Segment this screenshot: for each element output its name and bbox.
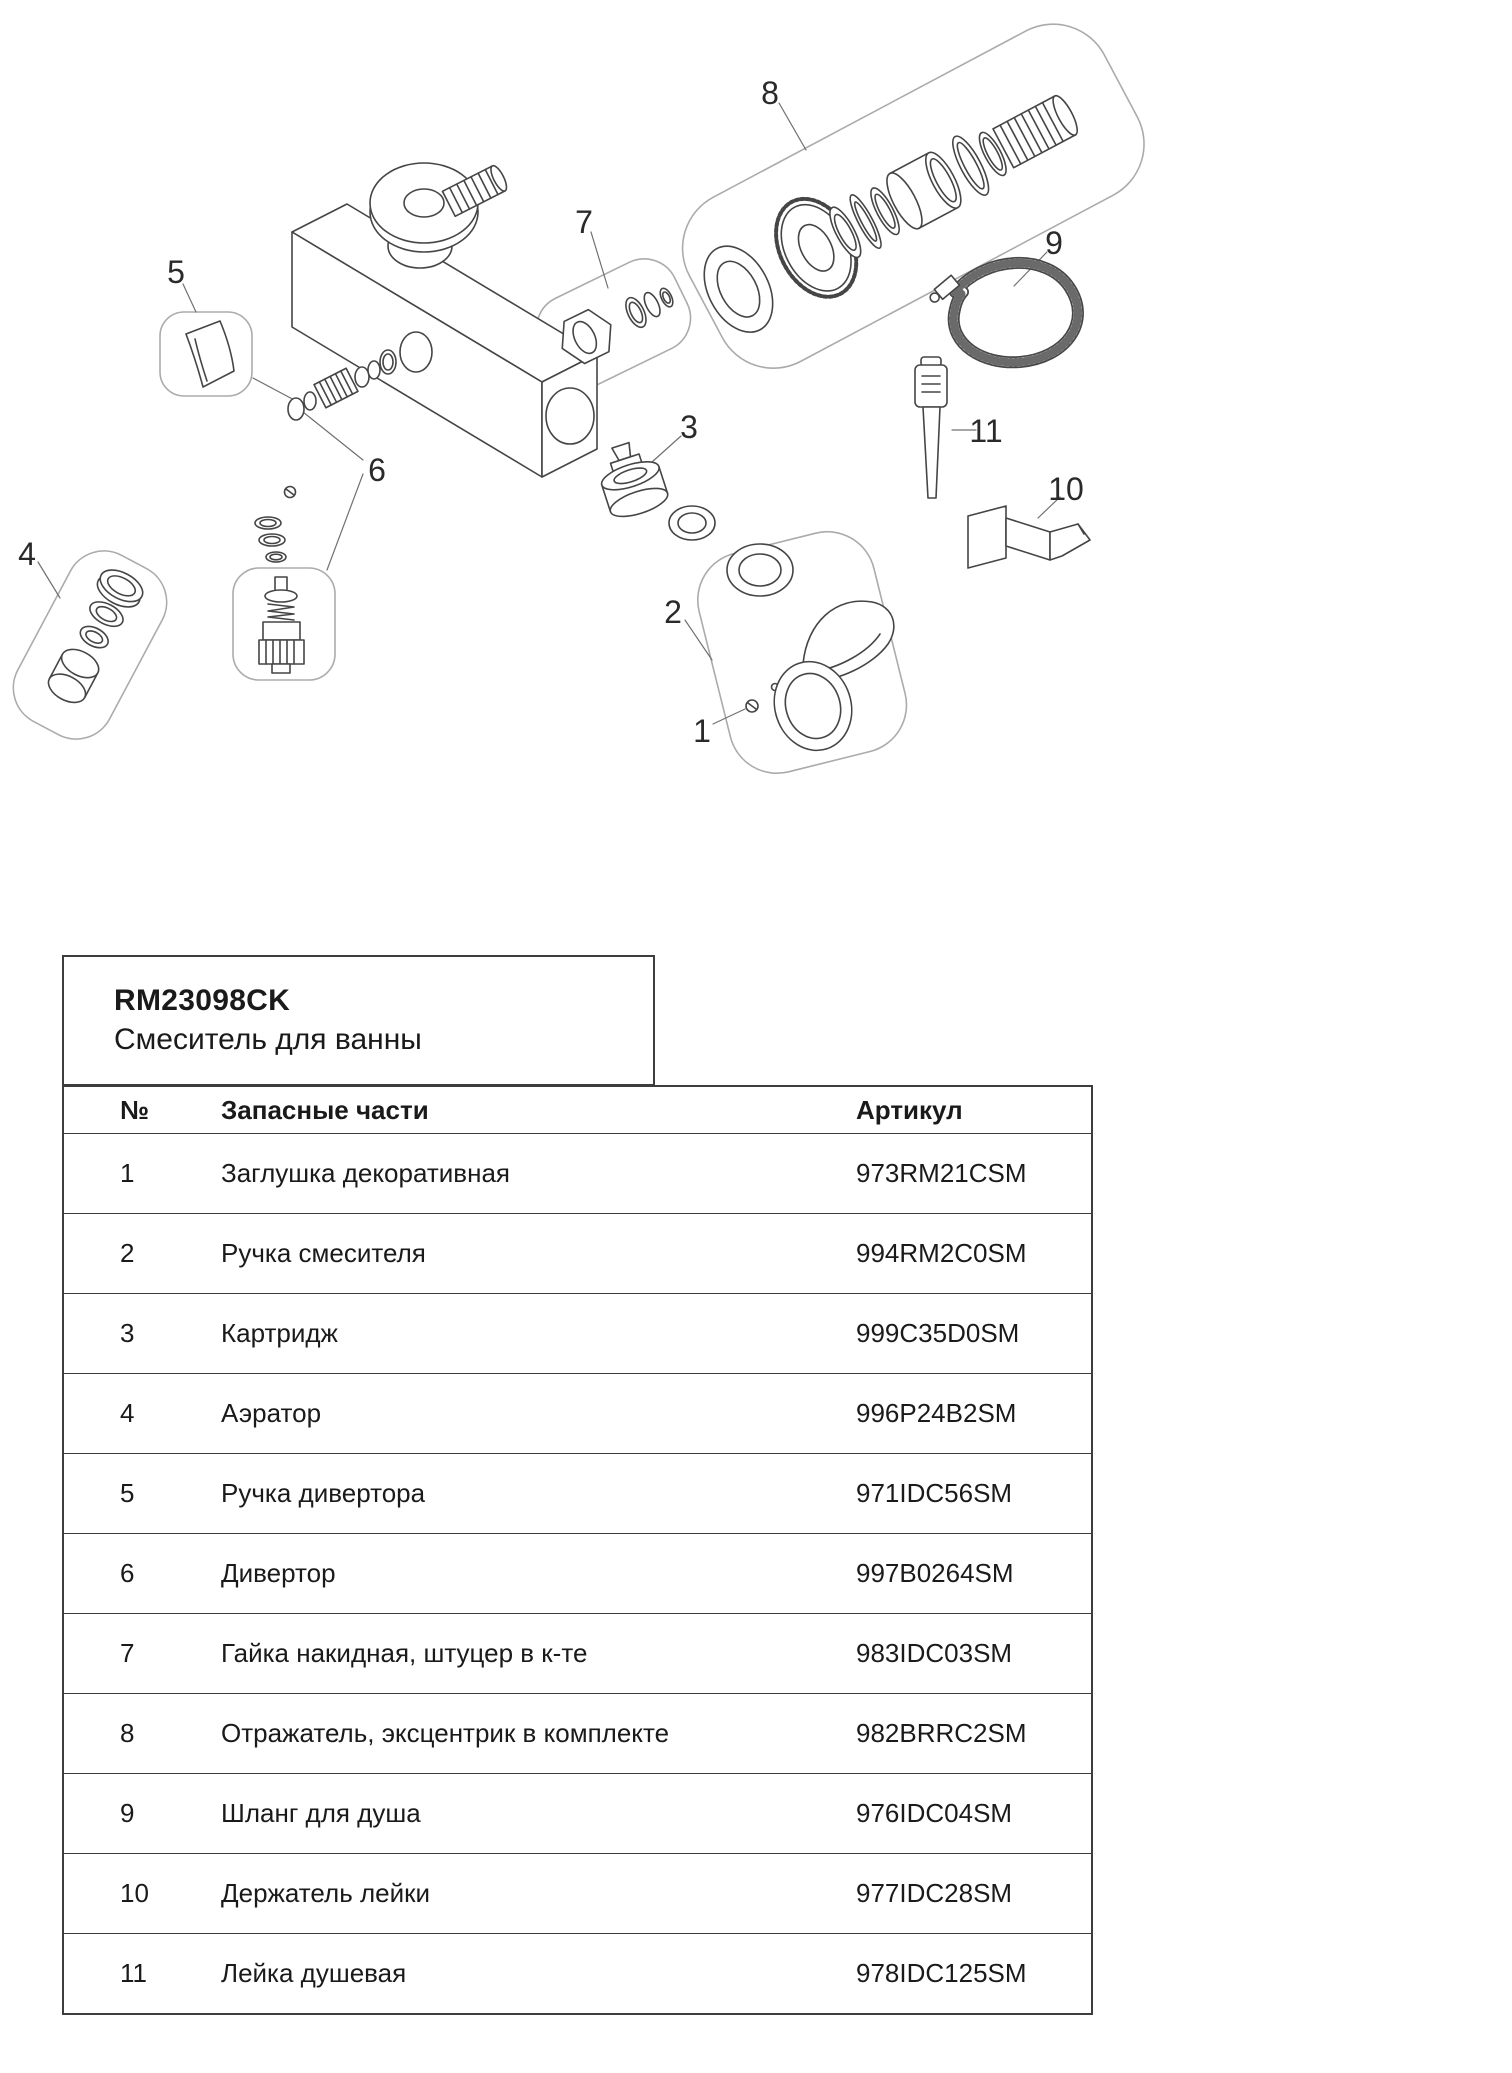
table-row: 2 Ручка смесителя 994RM2C0SM [63,1213,1092,1294]
cell-num: 1 [63,1133,221,1214]
cell-num: 2 [63,1213,221,1294]
callout-2: 2 [664,594,682,630]
part-5-diverter-handle [185,320,235,388]
group-outline-6 [232,567,336,681]
table-row: 10 Держатель лейки 977IDC28SM [63,1853,1092,1934]
shower-outlet-thread [441,164,508,218]
cell-num: 10 [63,1853,221,1934]
cell-article: 977IDC28SM [856,1853,1092,1934]
cell-article: 996P24B2SM [856,1373,1092,1454]
table-row: 3 Картридж 999C35D0SM [63,1293,1092,1374]
part-3-cartridge [600,441,794,597]
cell-part: Ручка дивертора [221,1453,856,1534]
cell-num: 8 [63,1693,221,1774]
callout-1: 1 [693,713,711,749]
cell-article: 982BRRC2SM [856,1693,1092,1774]
diverter-spindle-parts [287,349,397,421]
group-outline-8 [681,23,1145,369]
cell-article: 973RM21CSM [856,1133,1092,1214]
cell-num: 6 [63,1533,221,1614]
cell-article: 976IDC04SM [856,1773,1092,1854]
part-4-aerator [47,569,144,704]
callout-5: 5 [167,254,185,290]
product-code: RM23098CK [114,984,291,1017]
part-11-hand-shower [914,356,948,499]
callout-6: 6 [368,452,386,488]
cell-num: 11 [63,1933,221,2015]
table-row: 4 Аэратор 996P24B2SM [63,1373,1092,1454]
cell-part: Дивертор [221,1533,856,1614]
exploded-diagram: 1 2 3 4 5 6 7 8 9 10 11 [12,23,1145,775]
cell-part: Лейка душевая [221,1933,856,2015]
part-2-mixer-handle [745,600,895,752]
cell-num: 3 [63,1293,221,1374]
callout-4: 4 [18,536,36,572]
header-num: № [63,1085,221,1134]
callout-11: 11 [969,413,1002,449]
hose-fitting [929,274,961,303]
parts-table: № Запасные части Артикул 1 Заглушка деко… [62,1085,1093,2015]
callout-9: 9 [1045,225,1063,261]
table-header-row: № Запасные части Артикул [63,1085,1092,1134]
table-row: 5 Ручка дивертора 971IDC56SM [63,1453,1092,1534]
cell-article: 978IDC125SM [856,1933,1092,2015]
part-8-reflector-eccentric [703,94,1078,333]
callout-labels: 1 2 3 4 5 6 7 8 9 10 11 [18,75,1084,749]
cell-article: 971IDC56SM [856,1453,1092,1534]
part-9-shower-hose [929,256,1084,369]
table-row: 7 Гайка накидная, штуцер в к-те 983IDC03… [63,1613,1092,1694]
cell-num: 4 [63,1373,221,1454]
cell-part: Гайка накидная, штуцер в к-те [221,1613,856,1694]
table-row: 8 Отражатель, эксцентрик в комплекте 982… [63,1693,1092,1774]
product-name: Смеситель для ванны [114,1023,422,1056]
group-outline-5 [159,311,253,397]
cell-num: 9 [63,1773,221,1854]
cell-article: 983IDC03SM [856,1613,1092,1694]
table-row: 6 Дивертор 997B0264SM [63,1533,1092,1614]
cell-part: Отражатель, эксцентрик в комплекте [221,1693,856,1774]
cell-article: 994RM2C0SM [856,1213,1092,1294]
part-7-union-nut [561,287,674,365]
table-row: 9 Шланг для душа 976IDC04SM [63,1773,1092,1854]
cell-part: Держатель лейки [221,1853,856,1934]
group-outline-4 [12,550,168,740]
callout-3: 3 [680,409,698,445]
cell-part: Аэратор [221,1373,856,1454]
callout-8: 8 [761,75,779,111]
callout-7: 7 [575,204,593,240]
table-row: 11 Лейка душевая 978IDC125SM [63,1933,1092,2015]
part-10-shower-holder [967,505,1091,569]
cell-num: 7 [63,1613,221,1694]
cell-article: 997B0264SM [856,1533,1092,1614]
table-row: 1 Заглушка декоративная 973RM21CSM [63,1133,1092,1214]
cell-part: Заглушка декоративная [221,1133,856,1214]
header-part: Запасные части [221,1085,856,1134]
cell-num: 5 [63,1453,221,1534]
cell-part: Ручка смесителя [221,1213,856,1294]
faucet-body [291,162,598,478]
cell-part: Картридж [221,1293,856,1374]
product-title-box: RM23098CK Смеситель для ванны [62,955,655,1086]
part-6-diverter [258,576,305,674]
header-article: Артикул [856,1085,1092,1134]
cell-article: 999C35D0SM [856,1293,1092,1374]
cell-part: Шланг для душа [221,1773,856,1854]
callout-10: 10 [1048,471,1084,507]
screw-and-orings [254,485,297,563]
